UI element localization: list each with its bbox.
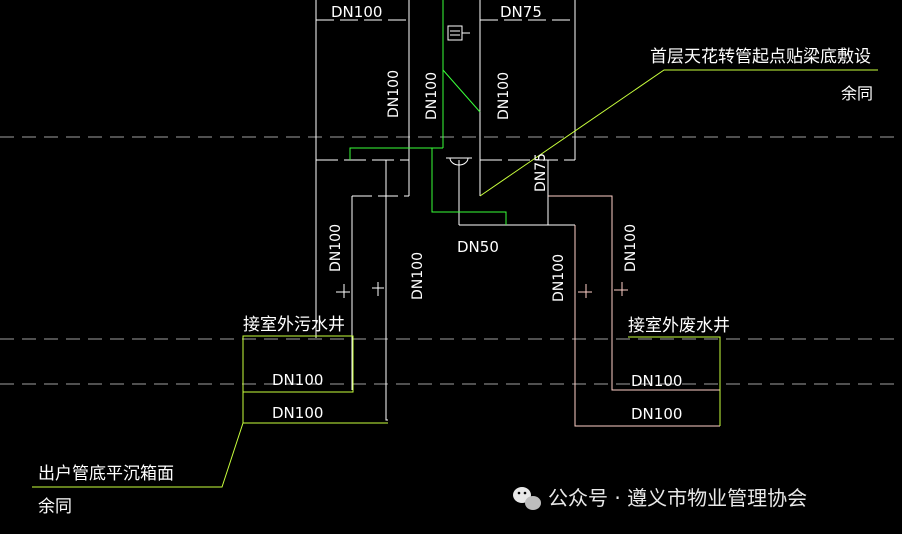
- floor-drain-symbol: [446, 157, 472, 166]
- green-diagonal: [442, 69, 481, 113]
- fixture-box: [447, 25, 463, 41]
- reference-lines: [0, 136, 902, 385]
- note-waste-well: 接室外废水井: [628, 316, 730, 336]
- label-well-left-2: DN100: [272, 404, 323, 422]
- label-dn100-top: DN100: [331, 3, 382, 21]
- waste-pipes: [458, 0, 576, 226]
- sewage-pipes: [315, 0, 410, 421]
- note-outlet-elevation: 出户管底平沉箱面: [38, 464, 174, 484]
- label-dn100-right-a: DN100: [551, 254, 567, 302]
- pipe-drop-right-left-group: [385, 160, 388, 421]
- floor-drain-arc: [449, 157, 469, 166]
- waste-well-outline: [628, 336, 721, 426]
- green-horizontal-bottom: [431, 148, 507, 225]
- leader-lines: [32, 69, 878, 488]
- label-dn100-vertical-3: DN100: [496, 72, 512, 120]
- green-pipes: [349, 0, 507, 225]
- leader-outlet-elevation: [32, 422, 244, 488]
- watermark-text: 公众号 · 遵义市物业管理协会: [548, 486, 807, 510]
- label-dn100-vertical-2: DN100: [424, 72, 440, 120]
- label-well-left-1: DN100: [272, 371, 323, 389]
- waste-well: [628, 336, 721, 426]
- label-dn50: DN50: [457, 238, 499, 256]
- note-ceiling-same: 余同: [841, 84, 873, 103]
- leader-ceiling-transfer: [479, 69, 878, 197]
- label-dn75-top: DN75: [500, 3, 542, 21]
- label-dn100-vertical-1: DN100: [386, 70, 402, 118]
- note-outlet-same: 余同: [38, 497, 72, 517]
- label-dn100-left-a: DN100: [328, 224, 344, 272]
- pipe-waste-outlet-lower: [574, 225, 720, 427]
- fixture-symbol: [447, 25, 470, 41]
- green-horizontal-top: [349, 147, 443, 160]
- label-dn100-left-b: DN100: [410, 252, 426, 300]
- label-dn100-right-b: DN100: [623, 224, 639, 272]
- label-well-right-2: DN100: [631, 405, 682, 423]
- label-well-right-1: DN100: [631, 372, 682, 390]
- watermark: 公众号 · 遵义市物业管理协会: [513, 486, 807, 510]
- waste-pipes-pink: [548, 195, 720, 427]
- label-dn75-vertical: DN75: [533, 153, 549, 192]
- note-ceiling-transfer: 首层天花转管起点贴梁底敷设: [650, 47, 871, 67]
- wechat-icon: [513, 487, 541, 510]
- pipe-waste-outlet-upper: [548, 195, 720, 391]
- note-sewage-well: 接室外污水井: [243, 315, 345, 335]
